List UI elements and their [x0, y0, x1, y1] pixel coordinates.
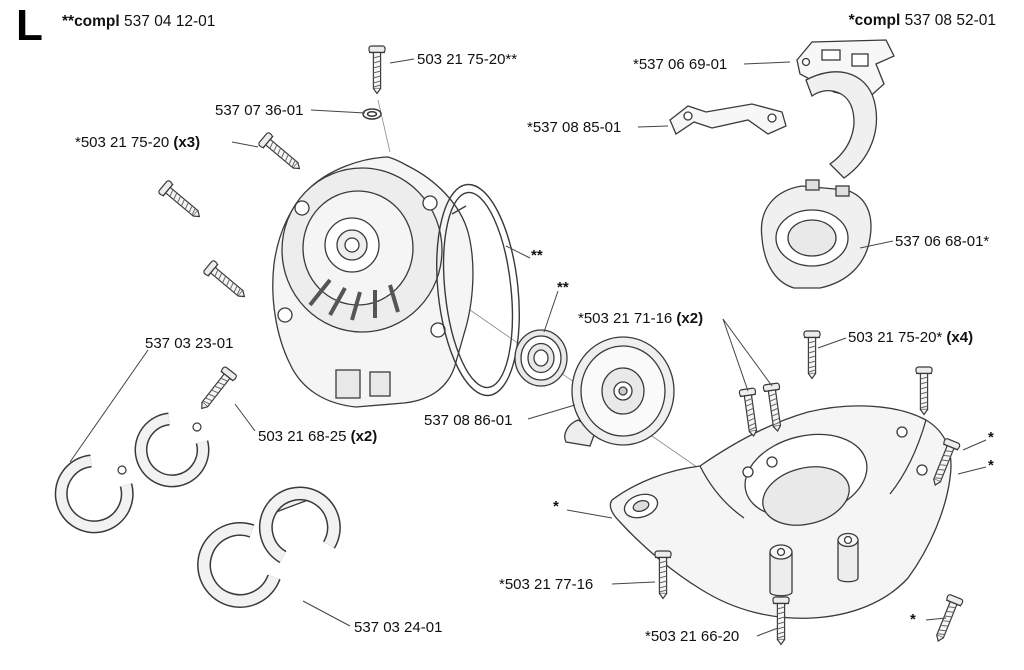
crankcase-upper-half-drawing — [272, 156, 474, 408]
part-label-503-21-66-20: *503 21 66-20 — [645, 628, 740, 645]
footnote-marker: * — [910, 611, 916, 628]
part-label-503-21-77-16: *503 21 77-16 — [499, 576, 594, 593]
part-label-537-03-23-01: 537 03 23-01 — [145, 335, 234, 352]
part-label-537-03-24-01: 537 03 24-01 — [354, 619, 443, 636]
crankcase-gasket-ring-drawing — [436, 183, 520, 397]
clamp-half-shell — [258, 486, 341, 564]
assembly-ref-right: *compl 537 08 52-01 — [848, 12, 996, 29]
part-label-503-21-68-25: 503 21 68-25 (x2) — [258, 428, 378, 445]
cover-band-drawing — [805, 71, 878, 179]
part-label-537-07-36-01: 537 07 36-01 — [215, 102, 304, 119]
assembly-ref-left: **compl 537 04 12-01 — [62, 13, 216, 30]
cylinder-cover-shell-drawing — [760, 179, 872, 289]
ball-bearing-drawing — [514, 329, 568, 387]
retaining-washer-drawing — [362, 108, 382, 120]
part-label-537-08-86-01: 537 08 86-01 — [424, 412, 513, 429]
footnote-marker: * — [988, 429, 994, 446]
clamp-half-shell — [197, 522, 281, 608]
clamp-piece — [134, 412, 210, 488]
crankcase-lower-half-drawing — [609, 405, 952, 619]
gasket-strip-drawing — [669, 103, 787, 135]
part-label-503-21-75-20-top: 503 21 75-20** — [417, 51, 518, 68]
clamp-piece — [54, 454, 134, 534]
pulley-disc-drawing — [564, 336, 675, 447]
shaft-clamp-parts-drawing — [54, 412, 341, 608]
part-label-503-21-75-20-x4: 503 21 75-20* (x4) — [848, 329, 974, 346]
part-label-503-21-75-20-x3: *503 21 75-20 (x3) — [75, 134, 201, 151]
footnote-marker: * — [988, 457, 994, 474]
part-label-537-06-68-01: 537 06 68-01* — [895, 233, 990, 250]
leader-lines — [69, 58, 987, 637]
footnote-marker: ** — [557, 279, 569, 296]
part-label-537-08-85-01: *537 08 85-01 — [527, 119, 622, 136]
footnote-marker: ** — [531, 247, 543, 264]
part-label-537-06-69-01: *537 06 69-01 — [633, 56, 728, 73]
part-label-503-21-71-16: *503 21 71-16 (x2) — [578, 310, 704, 327]
section-letter: L — [16, 1, 43, 50]
footnote-marker: * — [553, 498, 559, 515]
